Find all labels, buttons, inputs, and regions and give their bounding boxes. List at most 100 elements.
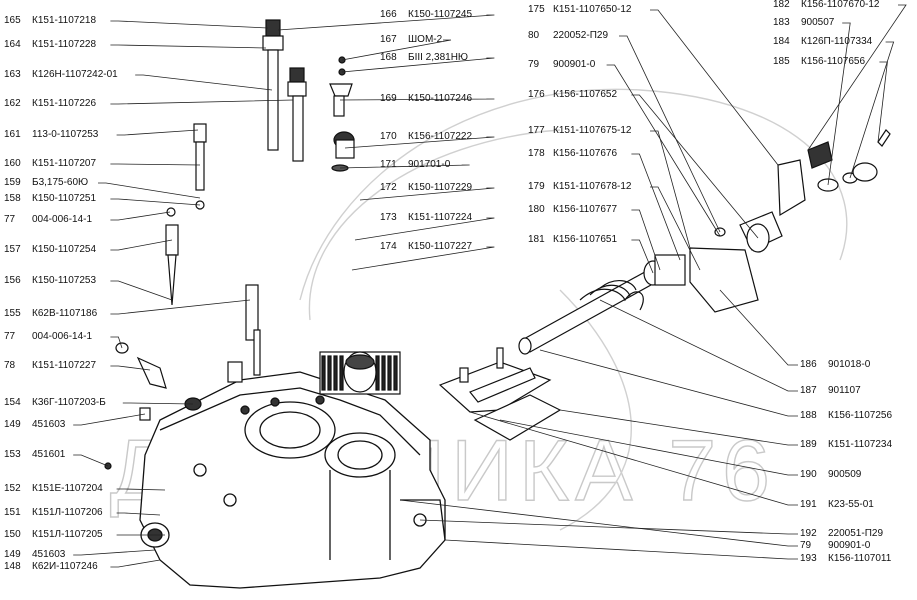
part-code: К151-1107226	[32, 98, 97, 109]
part-code: К62В-1107186	[32, 308, 98, 319]
part-code: К23-55-01	[828, 499, 874, 510]
callout-number: 78	[4, 360, 16, 371]
leader-line-151	[116, 512, 161, 516]
callout-number: 168	[380, 52, 397, 63]
part-code: К151-1107224	[408, 212, 473, 223]
leader-line-184	[849, 41, 895, 179]
leader-line-170	[344, 136, 495, 149]
part-code: К151-1107650-12	[553, 4, 632, 15]
callout-number: 176	[528, 89, 545, 100]
leader-line-164	[110, 44, 267, 49]
part-code: К151Е-1107204	[32, 483, 103, 494]
callout-number: 167	[380, 34, 397, 45]
leader-line-155	[110, 299, 251, 315]
leader-line-191	[469, 411, 798, 506]
callout-188: 188 К156-1107256	[800, 410, 892, 422]
callout-number: 184	[773, 36, 790, 47]
callout-number: 80	[528, 30, 540, 41]
part-code: К156-1107256	[828, 410, 893, 421]
part-code: К151-1107227	[32, 360, 97, 371]
callout-number: 170	[380, 131, 397, 142]
callout-178: 178 К156-1107676	[528, 148, 617, 160]
callout-number: 188	[800, 410, 817, 421]
leader-line-176	[631, 94, 759, 239]
part-code: 451603	[32, 549, 66, 560]
part-code: 900901-0	[553, 59, 596, 70]
part-code: К150-1107254	[32, 244, 97, 255]
leader-line-173	[354, 217, 495, 241]
part-code: К150-1107246	[408, 93, 473, 104]
callout-number: 151	[4, 507, 21, 518]
part-code: К156-1107676	[553, 148, 618, 159]
part-code: К156-1107011	[828, 553, 892, 564]
leader-line-181	[631, 239, 654, 274]
callout-number: 192	[800, 528, 817, 539]
part-code: К126Н-1107242-01	[32, 69, 118, 80]
leader-line-187	[599, 299, 798, 392]
part-code: 901018-0	[828, 359, 871, 370]
leader-line-169	[339, 98, 495, 101]
part-code: К156-1107656	[801, 56, 866, 67]
part-code: 004-006-14-1	[32, 331, 93, 342]
part-code: К151-1107207	[32, 158, 97, 169]
jets-and-tubes	[165, 19, 307, 376]
lever-plates	[438, 347, 562, 441]
part-code: К150-1107251	[32, 193, 97, 204]
part-code: 900509	[828, 469, 862, 480]
callout-number: 159	[4, 177, 21, 188]
callout-number: 178	[528, 148, 545, 159]
leader-line-162	[110, 99, 294, 105]
leader-line-149	[73, 549, 156, 556]
leader-line-186	[719, 289, 798, 366]
leader-line-163	[135, 74, 273, 91]
leader-line-188	[539, 349, 798, 417]
leader-line-171	[339, 164, 470, 169]
leader-line-78	[110, 365, 151, 371]
leader-line-159	[98, 182, 201, 199]
leader-line-192	[419, 519, 798, 535]
leader-line-156	[110, 280, 173, 301]
leader-line-157	[110, 239, 173, 251]
part-code: Б3,175-60Ю	[32, 177, 89, 188]
callout-number: 155	[4, 308, 21, 319]
leader-line-161	[116, 129, 199, 136]
leader-line-154	[122, 402, 194, 405]
callout-number: 180	[528, 204, 545, 215]
leader-line-190	[499, 419, 798, 476]
leader-line-174	[351, 246, 495, 271]
leader-line-183	[827, 22, 851, 186]
carburetor-body	[139, 371, 446, 589]
callout-number: 165	[4, 15, 21, 26]
part-code: К150-1107253	[32, 275, 97, 286]
callout-number: 183	[773, 17, 790, 28]
callout-number: 181	[528, 234, 545, 245]
leader-line-80	[619, 35, 721, 233]
part-code: К151-1107678-12	[553, 181, 632, 192]
callout-number: 174	[380, 241, 397, 252]
leader-line-182	[807, 4, 907, 151]
callout-number: 162	[4, 98, 21, 109]
part-code: К36Г-1107203-Б	[32, 397, 106, 408]
